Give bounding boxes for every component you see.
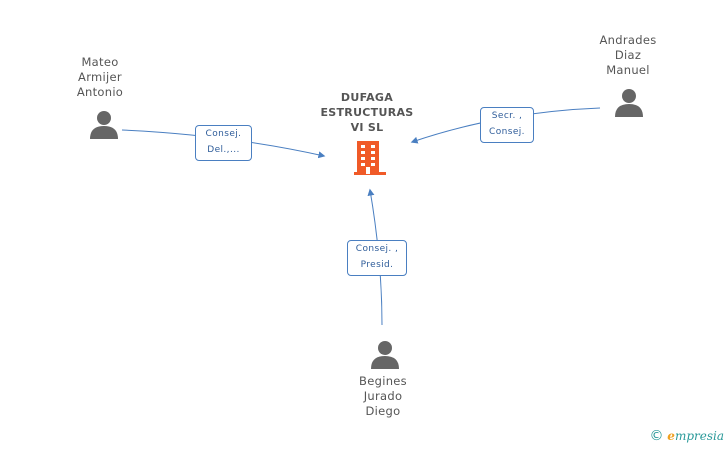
person-name-line: Begines [359,374,407,388]
person-name-line: Andrades [599,33,657,47]
person-name-andrades[interactable]: Andrades Diaz Manuel [586,33,670,78]
brand-logo[interactable]: empresia [667,429,724,443]
role-line: Consej. [205,129,242,139]
person-icon [371,341,399,369]
copyright-icon: © [649,428,664,444]
role-box-begines[interactable]: Consej. , Presid. [347,240,407,276]
role-box-mateo[interactable]: Consej. Del.,... [195,125,252,161]
role-line: Secr. , [491,111,523,121]
person-icon [90,111,118,139]
brand-logo-letter: e [667,429,675,443]
company-name-line: DUFAGA [340,91,394,104]
role-box-andrades[interactable]: Secr. , Consej. [480,107,534,143]
role-line: Consej. , [355,244,399,254]
company-name[interactable]: DUFAGA ESTRUCTURAS VI SL [310,90,424,135]
person-name-line: Armijer [78,70,122,84]
person-name-line: Diego [365,404,401,418]
footer-brand: © empresia [649,428,724,444]
person-icon [615,89,643,117]
person-name-mateo[interactable]: Mateo Armijer Antonio [60,55,140,100]
brand-logo-text: mpresia [674,429,724,443]
building-icon [354,141,386,175]
company-name-line: VI SL [350,121,384,134]
role-line: Del.,... [207,145,240,155]
person-name-begines[interactable]: Begines Jurado Diego [343,374,423,419]
role-line: Consej. [489,127,525,137]
person-name-line: Diaz [614,48,642,62]
person-name-line: Antonio [76,85,124,99]
company-name-line: ESTRUCTURAS [320,106,414,119]
person-name-line: Manuel [606,63,650,77]
role-line: Presid. [360,260,394,270]
person-name-line: Mateo [81,55,119,69]
person-name-line: Jurado [363,389,403,403]
